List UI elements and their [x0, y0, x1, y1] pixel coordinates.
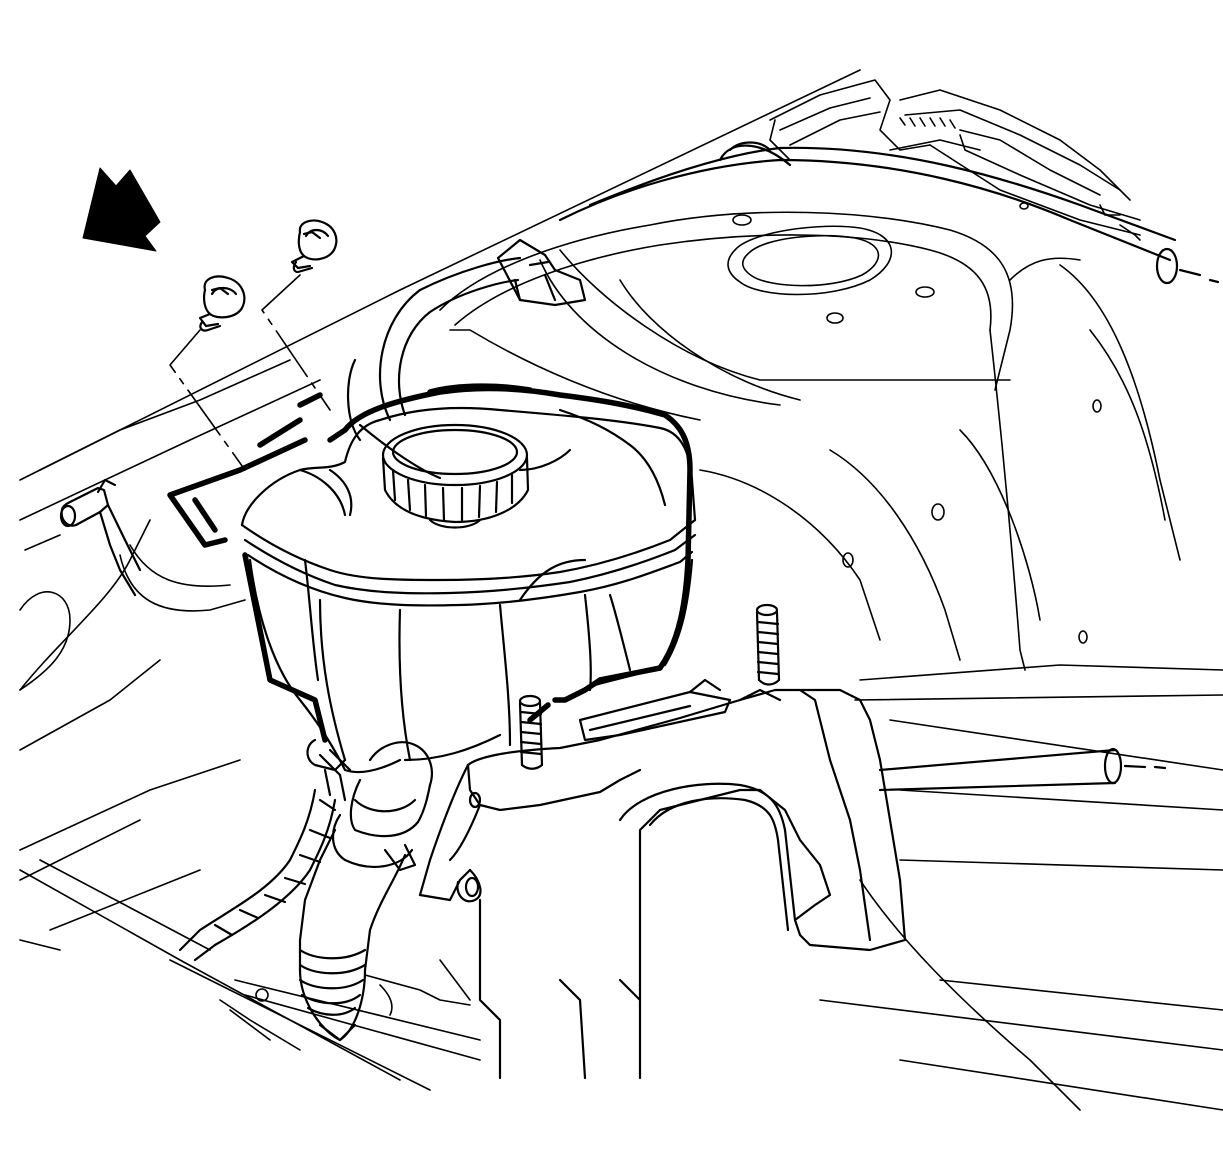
stud-left	[518, 694, 544, 770]
lower-frame	[19, 859, 481, 1091]
fender-panel	[19, 69, 861, 951]
direction-arrow-icon	[82, 167, 161, 252]
bolt-leader-lines	[169, 274, 331, 471]
bolt-lower-icon	[198, 275, 246, 332]
bolt-upper-icon	[290, 219, 338, 274]
coolant-reservoir	[240, 406, 697, 777]
reservoir-cap	[381, 423, 530, 529]
frame-hole	[255, 988, 269, 1002]
strut-mount-oval	[727, 225, 893, 296]
pipe-end	[1103, 747, 1123, 785]
tower-hole	[1078, 630, 1088, 644]
tower-hole	[1092, 399, 1102, 413]
stud-right	[755, 603, 781, 686]
mount-hole	[732, 214, 752, 226]
right-pipe	[878, 747, 1167, 792]
left-hose-fitting	[59, 478, 142, 597]
cap-top	[381, 423, 529, 487]
strut-tower	[439, 211, 1223, 1111]
cable-loop	[347, 256, 522, 442]
wire-harness	[178, 768, 347, 962]
tower-hole	[931, 503, 945, 521]
mount-hole	[915, 286, 935, 298]
mount-hole	[826, 312, 844, 324]
pipe-end	[1155, 247, 1179, 285]
tower-hole	[842, 552, 854, 568]
cable-clip	[496, 238, 587, 307]
coolant-hose	[298, 741, 433, 1042]
upper-pipe	[558, 141, 1220, 285]
mount-bracket	[167, 383, 693, 743]
cowl-panel	[769, 79, 1141, 241]
support-bracket	[418, 678, 907, 1080]
